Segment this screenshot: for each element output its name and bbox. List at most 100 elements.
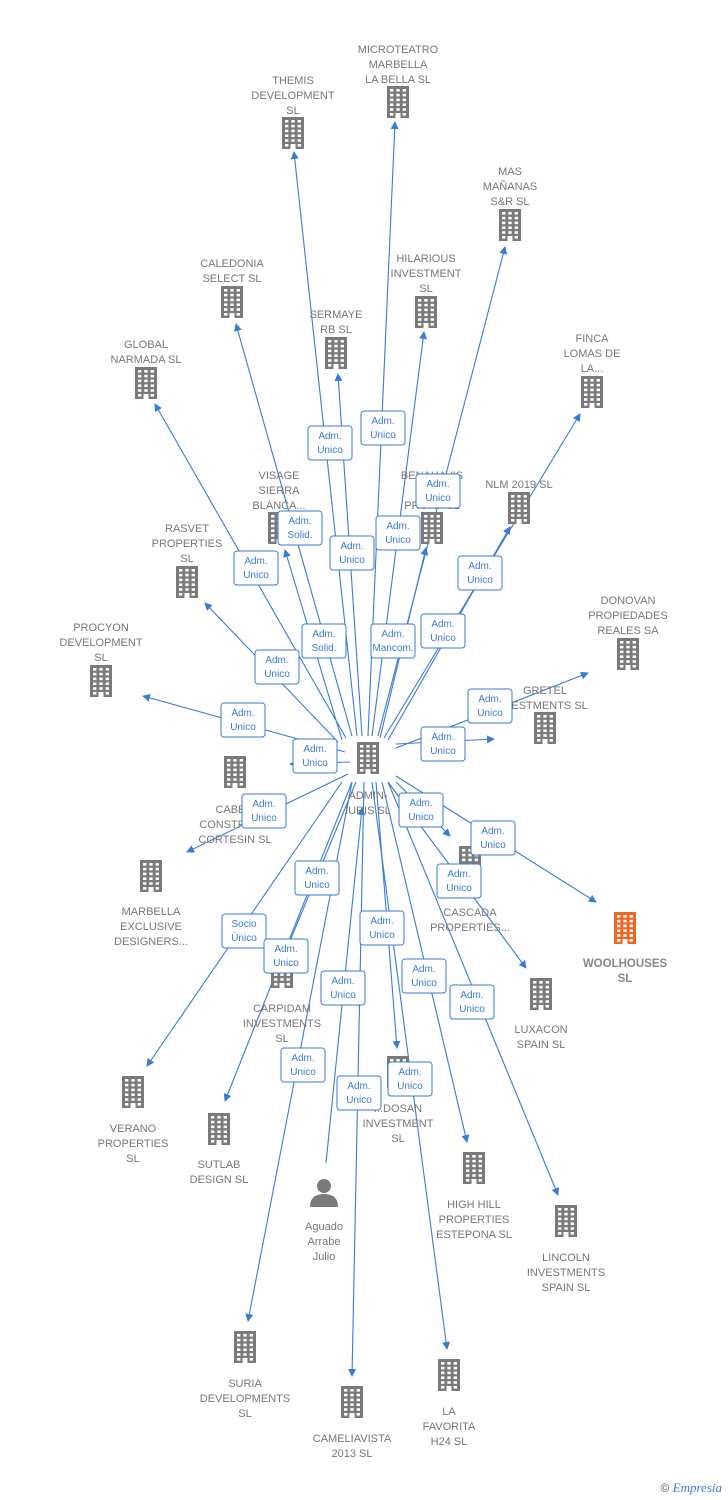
role-box[interactable] [263,938,309,974]
label-line: SL [238,1408,251,1420]
label-line: SL [126,1153,139,1165]
role-box[interactable] [436,863,482,899]
role-label-woolhouses[interactable]: Adm.Unico [470,820,516,856]
role-label-finca[interactable]: Adm.Unico [457,555,503,591]
role-box[interactable] [241,793,287,829]
role-label-sutlab[interactable]: Adm.Unico [263,938,309,974]
role-label-sermaye[interactable]: Adm.Unico [329,535,375,571]
role-box[interactable] [220,702,266,738]
role-label-donovan[interactable]: Adm.Unico [467,688,513,724]
role-text: Unico [467,575,493,586]
role-label-visage[interactable]: Adm.Solid. [301,623,347,659]
role-box[interactable] [420,613,466,649]
role-label-themis[interactable]: Adm.Unico [307,425,353,461]
role-label-carpidam[interactable]: Adm.Unico [294,860,340,896]
role-box[interactable] [401,958,447,994]
role-text: Adm. [347,1081,370,1092]
empresia-logo[interactable]: Empresia [672,1480,722,1495]
role-label-cascada[interactable]: Adm.Unico [398,792,444,828]
node-gretel[interactable]: GRETEL...ESTMENTS SL [502,685,588,744]
role-label-lincoln[interactable]: Adm.Unico [449,984,495,1020]
role-box[interactable] [336,1075,382,1111]
role-text: Adm. [478,694,501,705]
role-box[interactable] [280,1047,326,1083]
role-text: Adm. [398,1067,421,1078]
role-box[interactable] [292,738,338,774]
label-line: IURIS SL [345,805,391,817]
role-label-marbella-exclusive[interactable]: Adm.Unico [241,793,287,829]
label-line: SELECT SL [202,273,261,285]
role-label-high-hill[interactable]: Adm.Unico [401,958,447,994]
building-icon [135,367,157,399]
role-box[interactable] [415,473,461,509]
role-label-aguado->center[interactable]: Adm.Unico [320,970,366,1006]
role-label-hilarious[interactable]: Adm.Unico [375,515,421,551]
role-box[interactable] [307,425,353,461]
role-text: Unico [430,746,456,757]
role-box[interactable] [387,1061,433,1097]
role-label-la-favorita[interactable]: Adm.Unico [387,1061,433,1097]
building-icon [122,1076,144,1108]
role-box[interactable] [470,820,516,856]
role-label-cabe[interactable]: Adm.Unico [292,738,338,774]
role-label-dosan[interactable]: Adm.Unico [359,910,405,946]
role-box[interactable] [277,510,323,546]
role-label-suria[interactable]: Adm.Unico [280,1047,326,1083]
label-line: LA [442,1406,456,1418]
role-label-nlm[interactable]: Adm.Unico [420,613,466,649]
role-box[interactable] [254,649,300,685]
role-box[interactable] [329,535,375,571]
role-label-procyon[interactable]: Adm.Unico [220,702,266,738]
role-box[interactable] [221,913,267,949]
role-box[interactable] [359,910,405,946]
role-box[interactable] [398,792,444,828]
role-box[interactable] [375,515,421,551]
role-label-luxacon[interactable]: Adm.Unico [436,863,482,899]
role-label-global-narmada[interactable]: Adm.Solid. [277,510,323,546]
role-box[interactable] [233,550,279,586]
role-label-benahavis[interactable]: Adm.Mancom. [370,623,416,659]
role-label-gretel[interactable]: Adm.Unico [420,726,466,762]
role-label-cameliavista[interactable]: Adm.Unico [336,1075,382,1111]
role-box[interactable] [301,623,347,659]
role-box[interactable] [320,970,366,1006]
role-box[interactable] [457,555,503,591]
role-label-caledonia[interactable]: Adm.Unico [233,550,279,586]
role-box[interactable] [420,726,466,762]
role-box[interactable] [370,623,416,659]
role-box[interactable] [294,860,340,896]
role-label-rasvet[interactable]: Adm.Unico [254,649,300,685]
role-label-mas-mananas[interactable]: Adm.Unico [415,473,461,509]
role-box[interactable] [449,984,495,1020]
role-label-microteatro[interactable]: Adm.Unico [360,410,406,446]
node-nlm[interactable]: NLM 2019 SL [485,479,553,524]
role-box[interactable] [360,410,406,446]
role-box[interactable] [467,688,513,724]
